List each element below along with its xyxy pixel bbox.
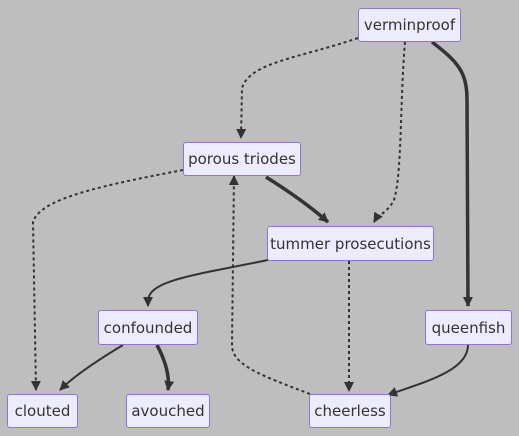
- node-clouted[interactable]: clouted: [7, 394, 78, 428]
- node-label-porous-triodes: porous triodes: [188, 150, 296, 168]
- node-verminproof[interactable]: verminproof: [358, 8, 461, 42]
- node-label-cheerless: cheerless: [314, 402, 386, 420]
- node-label-confounded: confounded: [103, 318, 193, 337]
- edge-porous-triodes-clouted: [30, 169, 184, 391]
- node-label-clouted: clouted: [14, 402, 71, 420]
- node-tummer-prosecutions[interactable]: tummer prosecutions: [267, 226, 434, 261]
- edge-tummer-prosecutions-confounded: [143, 259, 269, 307]
- node-cheerless[interactable]: cheerless: [309, 394, 391, 428]
- node-queenfish[interactable]: queenfish: [425, 310, 512, 345]
- edge-verminproof-tummer-prosecutions: [373, 41, 406, 223]
- node-label-verminproof: verminproof: [363, 16, 456, 34]
- edge-confounded-clouted: [59, 344, 124, 391]
- edge-cheerless-porous-triodes: [228, 175, 311, 395]
- node-label-avouched: avouched: [131, 402, 205, 420]
- node-label-queenfish: queenfish: [431, 318, 506, 337]
- edge-queenfish-cheerless: [387, 344, 469, 397]
- edge-confounded-avouched: [155, 344, 175, 391]
- edge-verminproof-porous-triodes: [236, 37, 359, 139]
- edge-porous-triodes-tummer-prosecutions: [265, 175, 330, 224]
- edge-verminproof-queenfish: [430, 40, 473, 307]
- node-porous-triodes[interactable]: porous triodes: [183, 142, 301, 176]
- node-confounded[interactable]: confounded: [98, 310, 198, 345]
- node-label-tummer-prosecutions: tummer prosecutions: [270, 234, 431, 253]
- node-avouched[interactable]: avouched: [126, 394, 210, 428]
